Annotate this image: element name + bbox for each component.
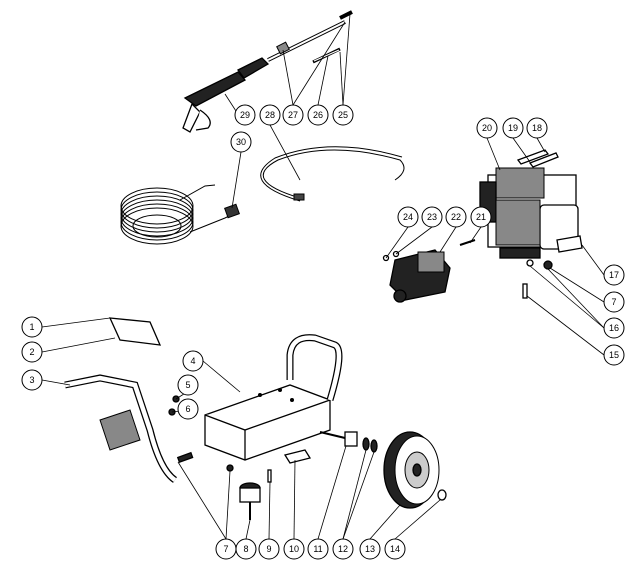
decal-part <box>108 317 312 464</box>
svg-text:22: 22 <box>451 212 461 222</box>
callout-12: 12 <box>332 538 354 560</box>
callout-9: 9 <box>258 538 280 560</box>
frame-part <box>204 384 331 461</box>
callout-1: 1 <box>21 316 43 338</box>
svg-text:3: 3 <box>29 375 34 385</box>
lance-part <box>267 10 353 62</box>
hose-extension-part <box>260 146 405 202</box>
callout-2: 2 <box>21 341 43 363</box>
svg-text:15: 15 <box>609 350 619 360</box>
engine-bolts-part <box>522 259 553 299</box>
callout-18: 18 <box>526 117 548 139</box>
wheel-part <box>383 431 447 509</box>
callout-23: 23 <box>421 206 443 228</box>
callout-17: 17 <box>603 264 625 286</box>
callout-13: 13 <box>359 538 381 560</box>
svg-text:20: 20 <box>482 123 492 133</box>
front-handle-part <box>64 374 178 483</box>
label-decal-part <box>312 47 341 64</box>
callout-4: 4 <box>182 350 204 372</box>
callout-24: 24 <box>397 206 419 228</box>
svg-text:4: 4 <box>190 356 195 366</box>
callout-22: 22 <box>445 206 467 228</box>
svg-text:29: 29 <box>240 110 250 120</box>
svg-text:27: 27 <box>288 110 298 120</box>
svg-text:30: 30 <box>236 137 246 147</box>
engine-decals-part <box>516 149 583 253</box>
svg-text:13: 13 <box>365 544 375 554</box>
svg-text:21: 21 <box>476 212 486 222</box>
callout-19: 19 <box>502 117 524 139</box>
callout-14: 14 <box>384 538 406 560</box>
svg-text:19: 19 <box>508 123 518 133</box>
high-pressure-hose-part <box>120 184 240 245</box>
svg-text:8: 8 <box>243 544 248 554</box>
svg-text:5: 5 <box>185 380 190 390</box>
spray-gun-part <box>182 57 270 133</box>
svg-text:7: 7 <box>611 297 616 307</box>
svg-text:16: 16 <box>609 323 619 333</box>
callout-30: 30 <box>230 131 252 153</box>
callout-29: 29 <box>234 104 256 126</box>
svg-text:10: 10 <box>289 544 299 554</box>
callout-10: 10 <box>283 538 305 560</box>
callout-26: 26 <box>307 104 329 126</box>
callout-7-engine: 7 <box>603 291 625 313</box>
callout-20: 20 <box>476 117 498 139</box>
svg-text:28: 28 <box>265 110 275 120</box>
svg-text:2: 2 <box>29 347 34 357</box>
callout-3: 3 <box>21 369 43 391</box>
callout-11: 11 <box>307 538 329 560</box>
svg-text:23: 23 <box>427 212 437 222</box>
leader-lines <box>41 13 605 540</box>
svg-text:25: 25 <box>338 110 348 120</box>
svg-text:1: 1 <box>29 322 34 332</box>
svg-text:6: 6 <box>185 404 190 414</box>
callout-8: 8 <box>235 538 257 560</box>
callout-15: 15 <box>603 344 625 366</box>
svg-text:14: 14 <box>390 544 400 554</box>
svg-text:24: 24 <box>403 212 413 222</box>
callout-28: 28 <box>259 104 281 126</box>
svg-text:7: 7 <box>223 544 228 554</box>
svg-text:11: 11 <box>313 544 322 554</box>
pump-part <box>382 239 476 303</box>
svg-text:26: 26 <box>313 110 323 120</box>
callout-27: 27 <box>282 104 304 126</box>
svg-text:18: 18 <box>532 123 542 133</box>
svg-text:9: 9 <box>266 544 271 554</box>
callout-21: 21 <box>470 206 492 228</box>
callout-25: 25 <box>332 104 354 126</box>
axle-spacer-part <box>319 431 378 453</box>
svg-text:17: 17 <box>609 270 619 280</box>
callout-6: 6 <box>177 398 199 420</box>
foot-part <box>239 482 261 520</box>
handle-inner <box>287 335 342 401</box>
callout-5: 5 <box>177 374 199 396</box>
callout-7: 7 <box>215 538 237 560</box>
svg-text:12: 12 <box>338 544 348 554</box>
callout-16: 16 <box>603 317 625 339</box>
